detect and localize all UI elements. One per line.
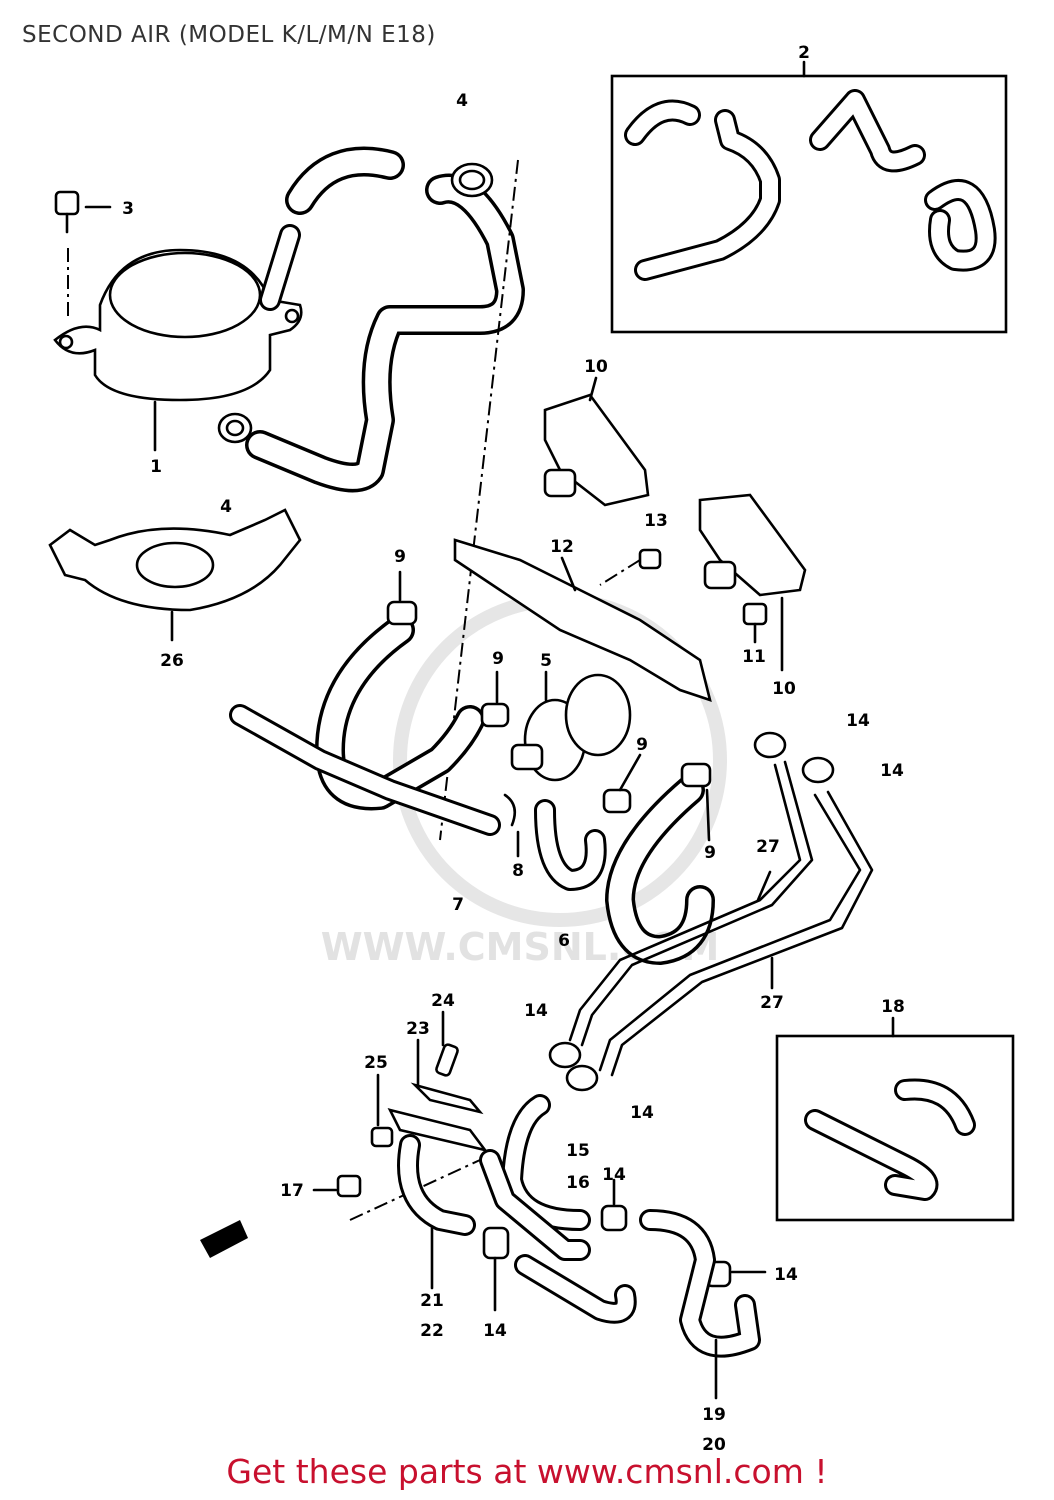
callout-14-c: 14: [524, 1001, 548, 1021]
callout-14-d: 14: [630, 1103, 654, 1123]
callout-5: 5: [540, 651, 552, 671]
footer-promo-link[interactable]: Get these parts at www.cmsnl.com !: [226, 1452, 828, 1491]
part-26-bracket: [48, 508, 302, 642]
callout-14-e: 14: [602, 1165, 626, 1185]
callout-2: 2: [798, 43, 810, 63]
part-27-pipes: [568, 760, 874, 1077]
callout-9-d: 9: [704, 843, 716, 863]
part-6-small-hose: [534, 799, 607, 891]
part-10-reed-valve-lower: [698, 493, 807, 672]
callout-4-lower: 4: [220, 497, 232, 517]
part-21-22-hose: [397, 1134, 476, 1290]
part-14-clamp-f: [482, 1226, 510, 1312]
diagram-title: SECOND AIR (MODEL K/L/M/N E18): [22, 22, 436, 48]
callout-21: 21: [420, 1291, 444, 1311]
part-24-bolt: [435, 1010, 459, 1077]
callout-1: 1: [150, 457, 162, 477]
callout-27-a: 27: [756, 837, 780, 857]
callout-9-c: 9: [636, 735, 648, 755]
callout-25: 25: [364, 1053, 388, 1073]
part-1-air-box: [53, 248, 303, 452]
lower-pipe: [514, 1254, 637, 1324]
part-10-reed-valve-upper: [543, 376, 650, 507]
part-9-clamp-b: [480, 670, 510, 728]
callout-4-top: 4: [456, 91, 468, 111]
part-2-hose-set-box: [610, 60, 1008, 334]
part-18-hose-set-box: [775, 1016, 1015, 1222]
callout-labels: 2 4 3 1 4 10 13 12 9 26 11 10 9 5 14 14 …: [122, 43, 905, 1455]
middle-air-hoses: [229, 615, 715, 965]
part-14-clamp-d: [565, 1064, 599, 1092]
part-4-clamp-upper: [450, 162, 494, 198]
callout-15: 15: [566, 1141, 590, 1161]
part-9-clamp-a: [386, 570, 418, 626]
callout-12: 12: [550, 537, 574, 557]
callout-26: 26: [160, 651, 184, 671]
part-19-20-hose: [639, 1209, 761, 1400]
part-14-clamp-b: [801, 756, 835, 784]
callout-20: 20: [702, 1435, 726, 1455]
part-14-clamp-e: [600, 1178, 628, 1232]
part-12-bracket: [453, 538, 712, 702]
callout-14-f: 14: [774, 1265, 798, 1285]
part-14-clamp-a: [753, 731, 787, 759]
callout-19: 19: [702, 1405, 726, 1425]
upper-air-hose: [245, 146, 525, 493]
callout-13: 13: [644, 511, 668, 531]
part-8-clip: [503, 793, 520, 858]
callout-14-a: 14: [846, 711, 870, 731]
part-14-clamp-c: [548, 1041, 582, 1069]
callout-22: 22: [420, 1321, 444, 1341]
callout-14-b: 14: [880, 761, 904, 781]
callout-24: 24: [431, 991, 455, 1011]
callout-10-lower: 10: [772, 679, 796, 699]
part-5-control-valve: [510, 670, 632, 782]
callout-11: 11: [742, 647, 766, 667]
callout-9-b: 9: [492, 649, 504, 669]
callout-10-upper: 10: [584, 357, 608, 377]
callout-3: 3: [122, 199, 134, 219]
part-25-nut: [370, 1073, 394, 1148]
part-13-bolt: [599, 548, 662, 586]
callout-16: 16: [566, 1173, 590, 1193]
part-17-bolt: [312, 1159, 481, 1221]
front-arrow-tag: [200, 1220, 248, 1258]
callout-8: 8: [512, 861, 524, 881]
part-15-16-hose: [479, 1094, 591, 1261]
callout-27-b: 27: [760, 993, 784, 1013]
callout-23: 23: [406, 1019, 430, 1039]
part-4-clamp-lower: [217, 412, 253, 444]
callout-18: 18: [881, 997, 905, 1017]
callout-6: 6: [558, 931, 570, 951]
callout-9-a: 9: [394, 547, 406, 567]
part-3-bolt: [54, 190, 112, 320]
callout-17: 17: [280, 1181, 304, 1201]
part-9-clamp-d: [680, 762, 712, 842]
callout-7: 7: [452, 895, 464, 915]
part-23-gasket: [387, 1038, 489, 1153]
callout-14-g: 14: [483, 1321, 507, 1341]
part-9-clamp-c: [602, 753, 642, 814]
part-11-bolt: [742, 602, 768, 644]
